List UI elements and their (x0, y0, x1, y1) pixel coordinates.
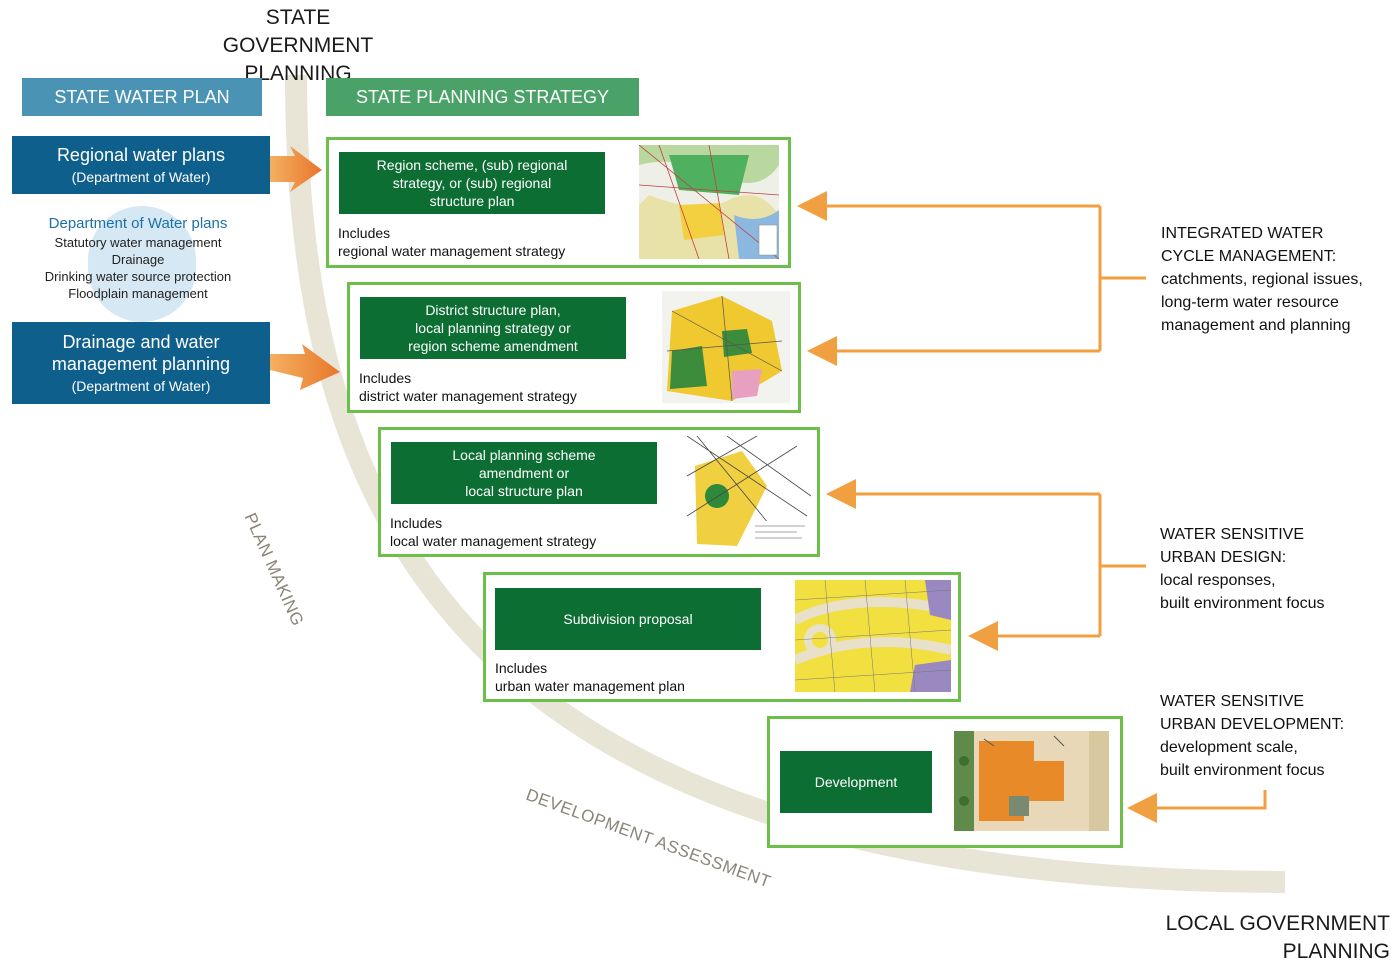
dow-plans-backdrop (88, 206, 196, 322)
drainage-water-planning-box: Drainage and water management planning (… (12, 322, 270, 404)
stage-district: District structure plan, local planning … (347, 282, 801, 413)
drainage-water-planning-title: Drainage and water management planning (51, 332, 231, 374)
state-water-plan-header: STATE WATER PLAN (22, 78, 262, 116)
regional-water-plans-sub: (Department of Water) (71, 169, 211, 185)
stage-development-title: Development (780, 751, 932, 813)
stage-regional-title: Region scheme, (sub) regional strategy, … (339, 152, 605, 214)
wsud-label: WATER SENSITIVE URBAN DESIGN: local resp… (1160, 526, 1325, 612)
stage-local-title: Local planning scheme amendment or local… (391, 442, 657, 504)
stage-regional-detail: regional water management strategy (338, 243, 566, 259)
iwcm-bracket (797, 191, 1146, 366)
dow-plan-item: Drinking water source protection (44, 269, 232, 284)
local-map-image (687, 436, 811, 548)
stage-subdivision-includes: Includes (495, 660, 548, 676)
local-government-planning-label: LOCAL GOVERNMENT PLANNING (1165, 912, 1390, 963)
stage-regional-includes: Includes (338, 225, 391, 241)
state-government-planning-label: STATE GOVERNMENT PLANNING (222, 6, 374, 85)
regional-map-image (639, 145, 779, 259)
dow-plan-item: Floodplain management (68, 286, 208, 301)
dow-plans-list: Department of Water plans Statutory wate… (18, 214, 258, 302)
drainage-arrow-icon (270, 344, 340, 390)
stage-subdivision: Subdivision proposal Includes urban wate… (483, 572, 961, 702)
regional-arrow-icon (270, 146, 322, 192)
stage-district-detail: district water management strategy (359, 388, 577, 404)
regional-water-plans-box: Regional water plans (Department of Wate… (12, 136, 270, 194)
dow-plan-item: Statutory water management (54, 235, 222, 250)
dow-plan-item: Drainage (111, 252, 165, 267)
stage-subdivision-detail: urban water management plan (495, 678, 685, 694)
stage-district-includes: Includes (359, 370, 412, 386)
stage-local: Local planning scheme amendment or local… (378, 427, 820, 557)
planning-curve (285, 74, 1286, 893)
stage-subdivision-title: Subdivision proposal (495, 588, 761, 650)
iwcm-label: INTEGRATED WATER CYCLE MANAGEMENT: catch… (1161, 225, 1363, 334)
stage-regional: Region scheme, (sub) regional strategy, … (326, 137, 791, 268)
state-planning-strategy-header: STATE PLANNING STRATEGY (326, 78, 639, 116)
wsudev-label: WATER SENSITIVE URBAN DEVELOPMENT: devel… (1160, 693, 1345, 779)
wsudev-bracket (1127, 790, 1267, 823)
drainage-water-planning-sub: (Department of Water) (71, 378, 211, 394)
stage-local-detail: local water management strategy (390, 533, 597, 549)
subdivision-plan-image (795, 580, 951, 692)
wsud-bracket (826, 479, 1146, 651)
development-site-image (954, 731, 1109, 831)
district-map-image (662, 291, 790, 403)
stage-development: Development (767, 716, 1123, 848)
stage-district-title: District structure plan, local planning … (360, 297, 626, 359)
stage-local-includes: Includes (390, 515, 443, 531)
dow-plans-title: Department of Water plans (48, 215, 228, 232)
regional-water-plans-title: Regional water plans (56, 145, 226, 165)
